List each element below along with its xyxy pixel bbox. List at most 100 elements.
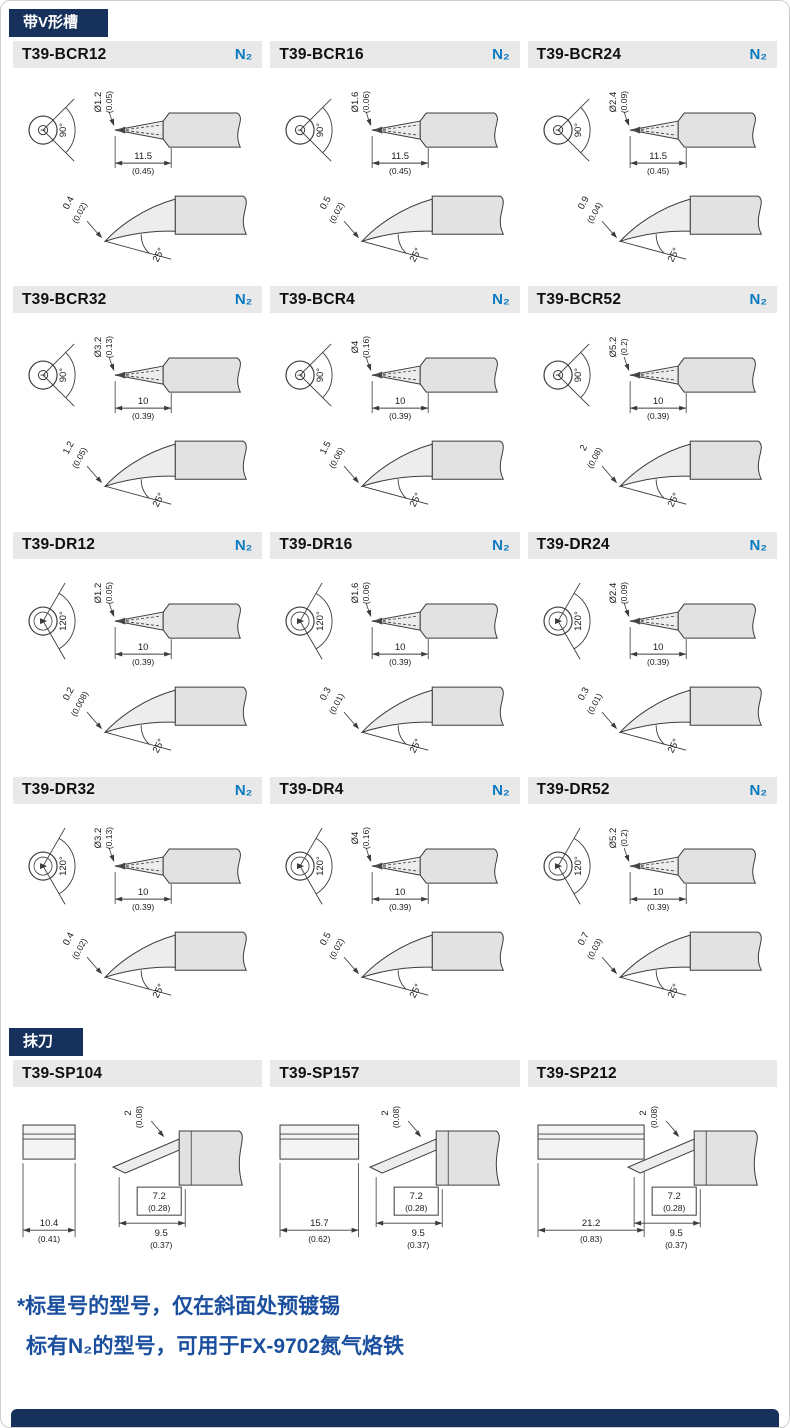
length-dim-in: (0.39) xyxy=(647,411,669,421)
width-dim: 10.4 xyxy=(40,1218,59,1229)
bevel-angle-dim: 25° xyxy=(665,491,682,509)
length-dim: 11.5 xyxy=(392,151,410,162)
n2-label: N₂ xyxy=(749,536,767,554)
groove-width-dim: 1.2 xyxy=(61,440,77,457)
length-dim: 10 xyxy=(395,642,406,653)
groove-width-dim: 0.2 xyxy=(61,685,77,702)
length-dim-in: (0.45) xyxy=(647,166,669,176)
angle-dim: 120° xyxy=(58,856,69,876)
thickness-dim: 2 xyxy=(638,1110,649,1115)
angle-dim: 90° xyxy=(58,123,69,138)
length-dim: 10 xyxy=(138,642,149,653)
groove-width-dim: 0.4 xyxy=(61,930,77,947)
thickness-dim-in: (0.08) xyxy=(134,1106,144,1128)
thickness-dim: 2 xyxy=(380,1110,391,1115)
tip-drawing: 15.7(0.62)2(0.08)7.2(0.28)9.5(0.37) xyxy=(279,1106,501,1250)
diameter-dim: Ø1.6 xyxy=(350,582,361,603)
diameter-dim-in: (0.13) xyxy=(104,336,114,358)
length-dim: 10 xyxy=(395,396,406,407)
n2-label: N₂ xyxy=(492,46,510,63)
length-dim-in: (0.39) xyxy=(389,657,411,667)
diameter-dim-in: (0.16) xyxy=(361,827,371,849)
model-name: T39-BCR4 xyxy=(279,290,355,308)
footnotes: *标星号的型号，仅在斜面处预镀锡 标有N₂的型号，可用于FX-9702氮气烙铁 xyxy=(1,1273,789,1367)
width-dim: 15.7 xyxy=(310,1218,329,1229)
groove-width-dim: 0.3 xyxy=(318,685,334,702)
model-name: T39-BCR12 xyxy=(22,45,107,63)
blade-dim-in: (0.28) xyxy=(405,1203,427,1213)
bevel-angle-dim: 25° xyxy=(408,491,425,509)
angle-dim: 120° xyxy=(315,611,326,631)
model-name: T39-SP212 xyxy=(536,1064,617,1082)
bevel-angle-dim: 25° xyxy=(151,982,168,1000)
thickness-dim-in: (0.08) xyxy=(391,1106,401,1128)
diameter-dim: Ø3.2 xyxy=(93,828,104,849)
tip-cell-t39-bcr4: T39-BCR4 N₂ 90°Ø4(0.16)10(0.39)1.5(0.06)25… xyxy=(270,286,520,526)
bevel-angle-dim: 25° xyxy=(151,246,168,264)
diameter-dim: Ø3.2 xyxy=(93,337,104,358)
length-dim: 10 xyxy=(138,887,149,898)
cell-header: T39-BCR4 N₂ xyxy=(270,286,520,314)
tip-length-dim: 9.5 xyxy=(155,1228,168,1239)
length-dim: 10 xyxy=(395,887,406,898)
footnote-n2: 标有N₂的型号，可用于FX-9702氮气烙铁 xyxy=(26,1335,405,1359)
n2-label: N₂ xyxy=(492,291,510,309)
diameter-dim-in: (0.13) xyxy=(104,827,114,849)
diameter-dim-in: (0.05) xyxy=(104,581,114,603)
model-name: T39-SP157 xyxy=(279,1064,360,1082)
blade-dim-in: (0.28) xyxy=(148,1203,170,1213)
groove-width-dim: 0.3 xyxy=(576,685,592,702)
length-dim: 10 xyxy=(653,396,664,407)
length-dim-in: (0.39) xyxy=(389,902,411,912)
angle-dim: 90° xyxy=(58,368,69,383)
tip-drawing: 90°Ø3.2(0.13)10(0.39)1.2(0.05)25° xyxy=(28,336,248,509)
bevel-angle-dim: 25° xyxy=(408,982,425,1000)
n2-label: N₂ xyxy=(749,291,767,309)
angle-dim: 120° xyxy=(573,856,584,876)
diameter-dim-in: (0.2) xyxy=(619,829,629,847)
width-dim-in: (0.41) xyxy=(38,1234,60,1244)
tip-drawing: 120°Ø1.2(0.05)10(0.39)0.2(0.008)25° xyxy=(28,581,248,755)
n2-label: N₂ xyxy=(492,781,510,799)
diameter-dim: Ø1.2 xyxy=(93,582,104,603)
length-dim-in: (0.39) xyxy=(132,411,154,421)
diameter-dim-in: (0.06) xyxy=(361,91,371,113)
blade-dim-in: (0.28) xyxy=(663,1203,685,1213)
diameter-dim-in: (0.05) xyxy=(104,91,114,113)
angle-dim: 90° xyxy=(573,368,584,383)
model-name: T39-SP104 xyxy=(22,1064,103,1082)
tip-drawing: 90°Ø4(0.16)10(0.39)1.5(0.06)25° xyxy=(285,336,505,509)
tip-drawing: 10.4(0.41)2(0.08)7.2(0.28)9.5(0.37) xyxy=(22,1106,243,1250)
blade-dim: 7.2 xyxy=(410,1191,423,1202)
bevel-angle-dim: 25° xyxy=(151,491,168,509)
tip-drawing: 120°Ø2.4(0.09)10(0.39)0.3(0.01)25° xyxy=(543,581,762,755)
tip-drawing: 120°Ø3.2(0.13)10(0.39)0.4(0.02)25° xyxy=(28,827,248,1000)
length-dim: 10 xyxy=(653,887,664,898)
width-dim-in: (0.83) xyxy=(580,1234,602,1244)
bevel-angle-dim: 25° xyxy=(408,736,425,754)
model-name: T39-BCR32 xyxy=(22,290,107,308)
diameter-dim: Ø1.2 xyxy=(93,92,104,113)
length-dim: 10 xyxy=(138,396,149,407)
section-badge-v-groove: 带V形槽 xyxy=(9,9,109,37)
tip-length-dim: 9.5 xyxy=(669,1228,682,1239)
groove-width-dim: 1.5 xyxy=(318,440,334,457)
tip-drawing: 21.2(0.83)2(0.08)7.2(0.28)9.5(0.37) xyxy=(537,1106,758,1250)
